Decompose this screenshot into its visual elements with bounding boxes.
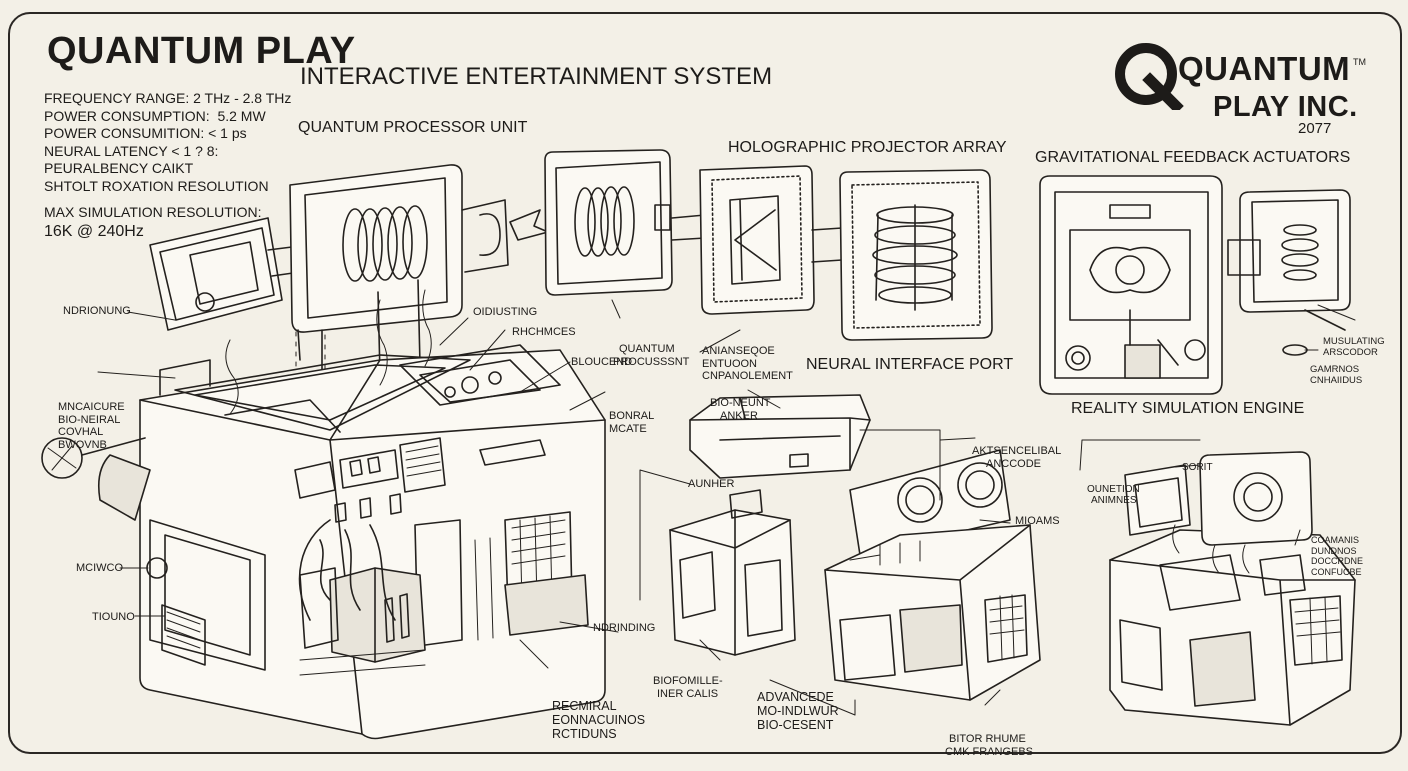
page-title: QUANTUM PLAY: [47, 30, 356, 72]
callout-label: RHCHMCES: [512, 326, 576, 338]
callout-label: SORIT: [1182, 462, 1213, 473]
callout-label: BLOUCEND: [571, 356, 633, 368]
logo-trademark: TM: [1353, 57, 1366, 67]
max-resolution-value: 16K @ 240Hz: [44, 223, 144, 240]
callout-label: MIOAMS: [1015, 515, 1060, 527]
callout-label: TIOUNO: [92, 611, 135, 623]
max-resolution-label: MAX SIMULATION RESOLUTION:: [44, 204, 262, 220]
bio-neural-devices: [669, 394, 1041, 701]
processor-module: [149, 164, 549, 376]
main-console: [41, 289, 606, 740]
section-processor: QUANTUM PROCESSOR UNIT: [298, 119, 528, 136]
holographic-projector: [544, 149, 993, 341]
drawing-frame: [8, 12, 1402, 754]
callout-label: MCIWCO: [76, 562, 124, 574]
spec-line: POWER CONSUMPTION: 5.2 MW: [44, 107, 266, 124]
spec-line: SHTOLT ROXATION RESOLUTION: [44, 177, 269, 194]
spec-line: FREQUENCY RANGE: 2 THz - 2.8 THz: [44, 90, 292, 106]
spec-list: FREQUENCY RANGE: 2 THz - 2.8 THz POWER C…: [44, 90, 291, 195]
callout-label: OIDIUSTING: [473, 306, 538, 318]
spec-line: NEURAL LATENCY < 1 ? 8:: [44, 142, 219, 159]
max-resolution-block: MAX SIMULATION RESOLUTION: 16K @ 240Hz: [44, 203, 262, 241]
leader-lines: [97, 299, 1356, 716]
section-actuators: GRAVITATIONAL FEEDBACK ACTUATORS: [1035, 149, 1351, 166]
logo-wordmark: QUANTUM: [1178, 50, 1351, 87]
spec-line: PEURALBENCY CAIKT: [44, 160, 194, 176]
company-logo-mark: [1115, 43, 1184, 110]
gravitational-actuators: [1039, 175, 1351, 395]
callout-label: NDRIONUNG: [63, 305, 131, 317]
section-projector: HOLOGRAPHIC PROJECTOR ARRAY: [728, 139, 1007, 156]
section-reality-engine: REALITY SIMULATION ENGINE: [1071, 400, 1305, 417]
callout-label: BIOFOMILLE-INER CALIS: [653, 675, 723, 700]
logo-year: 2077: [1298, 120, 1332, 137]
callout-label: NDRINDING: [593, 622, 656, 634]
reality-simulation-engine: [1109, 451, 1356, 726]
section-neural-port: NEURAL INTERFACE PORT: [806, 356, 1014, 373]
callout-label: AUNHER: [688, 478, 735, 490]
logo-company: PLAY INC.: [1213, 91, 1358, 123]
spec-line: POWER CONSUMITION: < 1 ps: [44, 125, 247, 141]
page-subtitle: INTERACTIVE ENTERTAINMENT SYSTEM: [300, 63, 773, 90]
